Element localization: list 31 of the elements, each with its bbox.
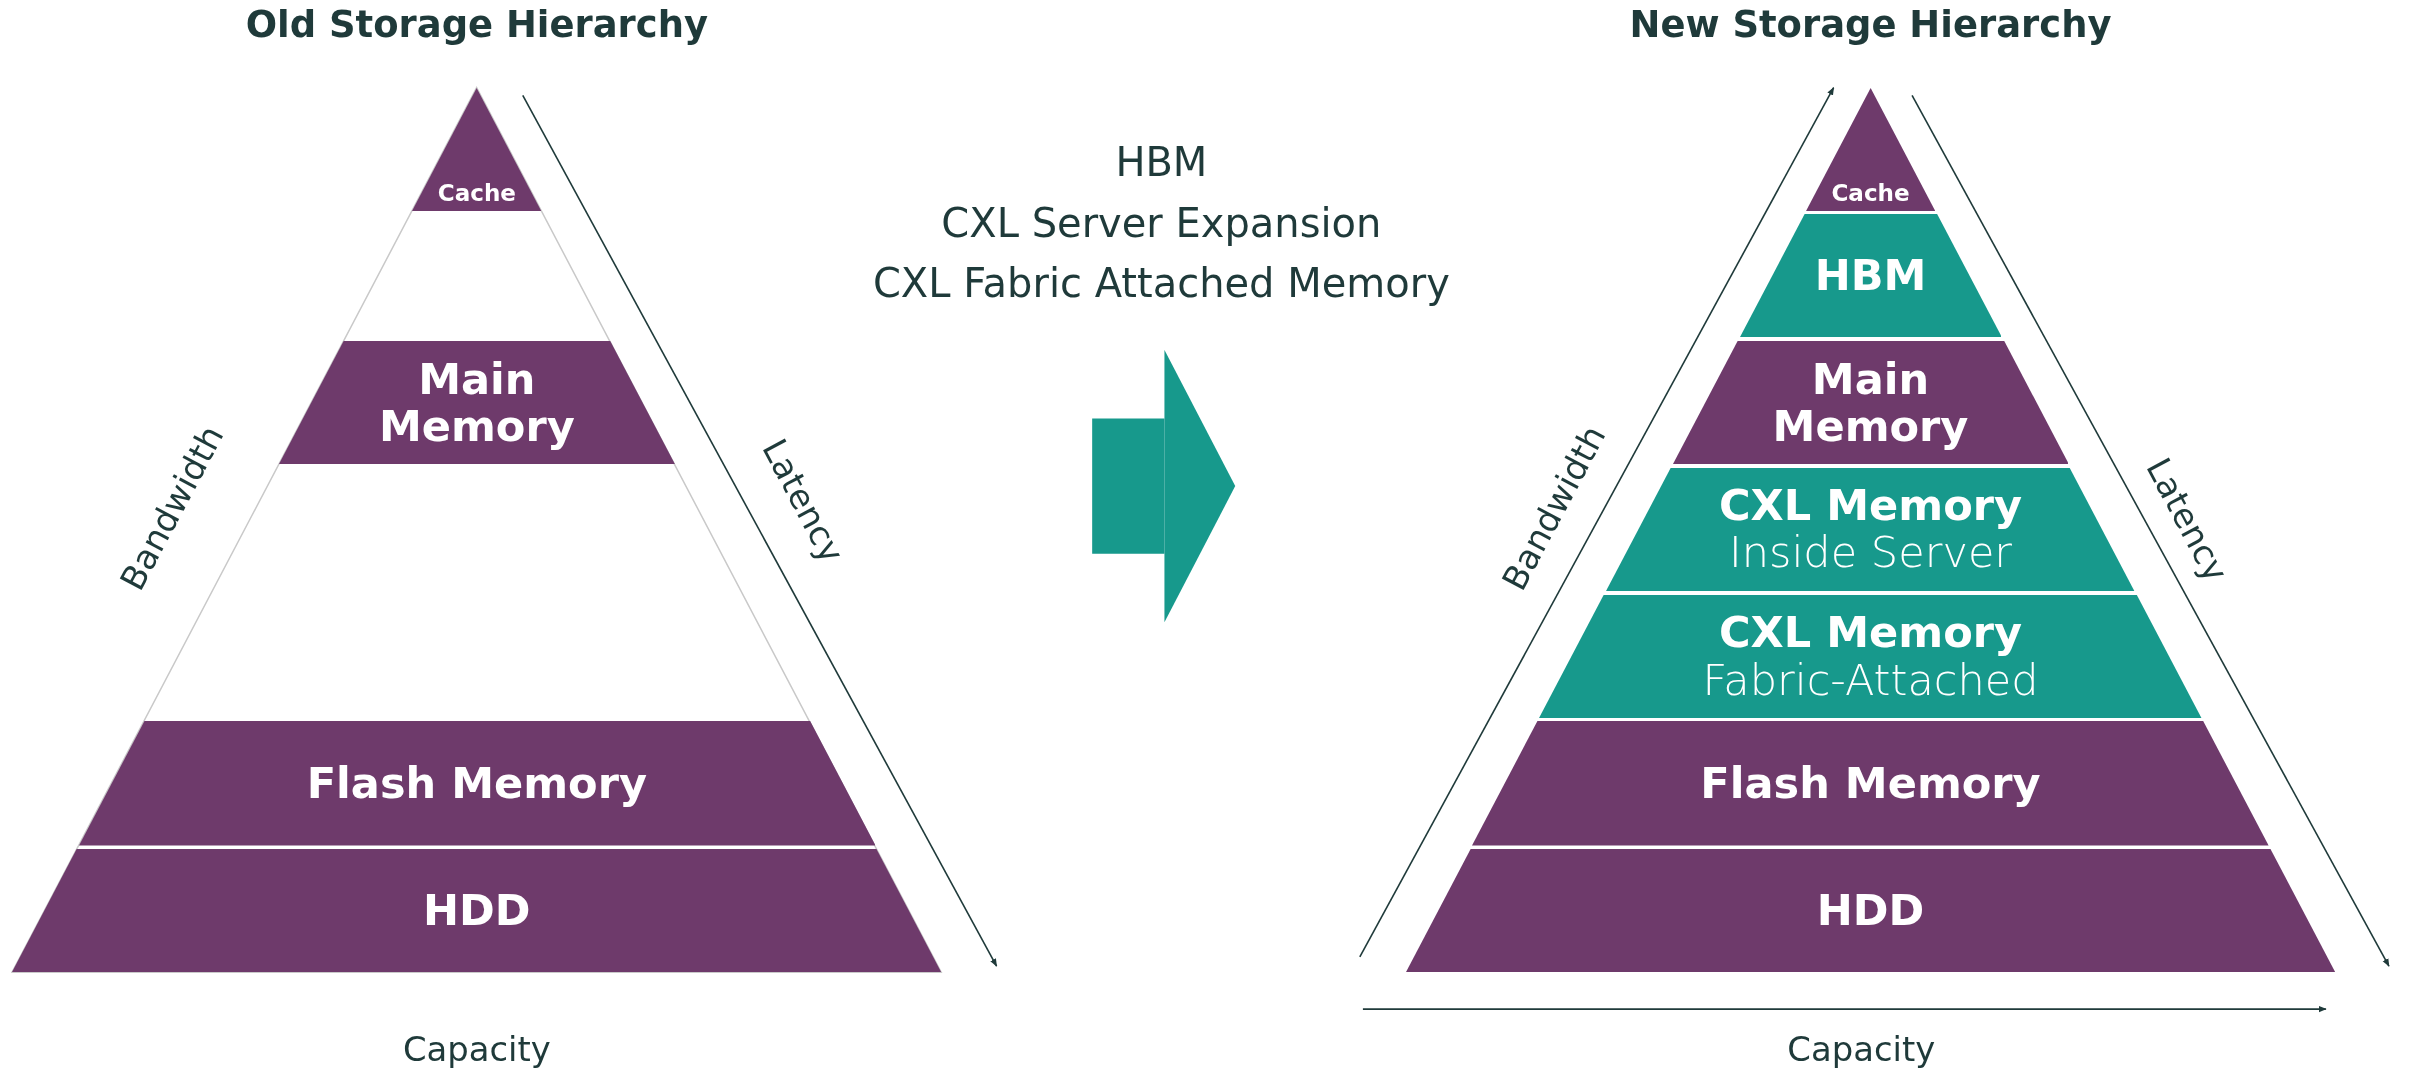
pyramid-title: Old Storage Hierarchy [244, 3, 709, 47]
pyramid-layer [412, 87, 542, 211]
pyramid-title: New Storage Hierarchy [1628, 3, 2113, 47]
pyramid-layer [12, 849, 942, 973]
layer-label: HBM [1814, 251, 1927, 299]
axis-label: Capacity [402, 1029, 551, 1069]
pyramid-layer [1672, 341, 2069, 465]
change-note: HBM [1115, 138, 1208, 185]
layer-sublabel: Inside Server [1728, 529, 2013, 577]
layer-label: CXL Memory [1719, 481, 2023, 530]
pyramid-layer [1739, 213, 2002, 337]
layer-label: Cache [1831, 180, 1910, 207]
layer-sublabel: Fabric-Attached [1702, 656, 2039, 705]
layer-label: HDD [423, 886, 531, 935]
change-note: CXL Fabric Attached Memory [872, 260, 1450, 307]
axis-label: Capacity [1787, 1029, 1936, 1069]
layer-label: Main Memory [377, 355, 576, 451]
pyramid-layer [1405, 849, 2336, 973]
layer-label: Flash Memory [1700, 760, 2041, 808]
pyramid-layer [1472, 721, 2269, 847]
layer-label: Main Memory [1771, 355, 1970, 451]
layer-label: Cache [437, 180, 516, 207]
pyramid-layer [278, 341, 675, 465]
pyramid-layer [1805, 87, 1936, 211]
layer-label: HDD [1816, 886, 1925, 935]
layer-label: Flash Memory [306, 760, 647, 808]
pyramid-layer [1606, 467, 2135, 591]
pyramid-layer [1539, 595, 2202, 719]
layer-label: CXL Memory [1718, 609, 2023, 657]
pyramid-layer [78, 721, 876, 847]
change-note: CXL Server Expansion [941, 200, 1382, 247]
